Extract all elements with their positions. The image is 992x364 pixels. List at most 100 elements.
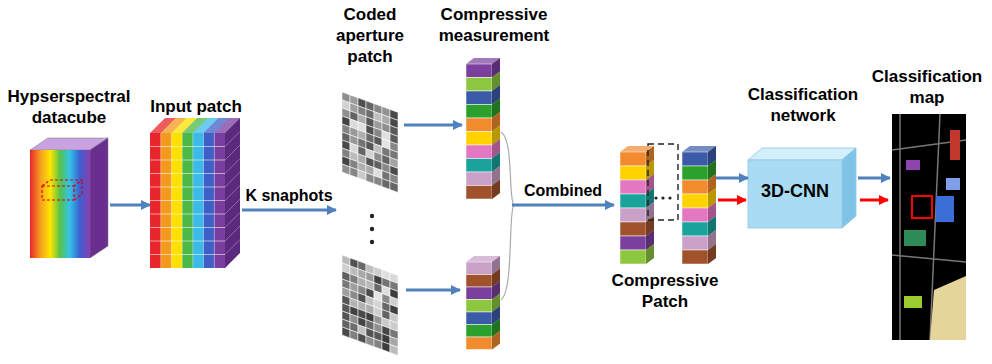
block	[682, 194, 708, 208]
aperture-cell	[358, 170, 366, 181]
arrow	[406, 289, 460, 292]
block	[620, 236, 646, 250]
aperture-cell	[350, 167, 358, 178]
grid-line	[225, 213, 240, 228]
input-patch	[150, 118, 240, 268]
grid-line	[225, 145, 240, 160]
aperture-cell	[342, 164, 350, 175]
figure-node: Compressive Patch	[614, 140, 716, 268]
block	[466, 287, 492, 300]
block	[682, 222, 708, 236]
grid-line	[225, 186, 240, 201]
flow-arrow	[512, 204, 614, 207]
block	[682, 250, 708, 264]
heading: Classification map	[866, 66, 988, 108]
grid-line	[225, 132, 240, 147]
ellipsis-dots	[370, 214, 374, 244]
grid-line	[150, 146, 225, 147]
heading: Input patch	[140, 96, 252, 117]
grid-line	[214, 133, 215, 268]
heading: Classification network	[738, 84, 868, 126]
grid-line	[150, 227, 225, 228]
side-face	[225, 118, 240, 268]
block-shade	[646, 244, 654, 264]
grid-line	[150, 187, 225, 188]
grid-line	[203, 133, 204, 268]
block	[466, 312, 492, 325]
block	[466, 145, 492, 159]
grid-line	[150, 160, 225, 161]
box-label: 3D-CNN	[748, 181, 842, 202]
aperture-cell	[342, 327, 350, 338]
block-side	[492, 180, 500, 200]
classification-map	[892, 114, 966, 340]
edge-label: K snaphots	[243, 186, 334, 205]
heading: Compressive Patch	[606, 270, 724, 312]
block	[620, 250, 646, 264]
block	[466, 186, 492, 200]
aperture-cell	[390, 344, 398, 355]
red-arrow	[718, 199, 746, 202]
block-shade	[492, 180, 500, 200]
aperture-patch	[342, 92, 398, 192]
grid-line	[150, 241, 225, 242]
combine-bracket	[501, 132, 514, 300]
block	[682, 208, 708, 222]
heading: Hypserspectral datacube	[2, 86, 136, 128]
block	[466, 105, 492, 119]
datacube	[30, 138, 108, 258]
flow-arrow	[858, 177, 890, 180]
grid-line	[150, 214, 225, 215]
block	[682, 180, 708, 194]
block	[620, 166, 646, 180]
aperture-cell	[366, 336, 374, 347]
aperture-cell	[366, 173, 374, 184]
block	[466, 78, 492, 92]
heading: Compressive measurement	[430, 4, 558, 46]
grid-line	[171, 133, 172, 268]
block-side	[492, 331, 500, 350]
figure-node: Hypserspectral datacube	[30, 138, 110, 258]
block	[466, 159, 492, 173]
block	[620, 208, 646, 222]
block	[466, 325, 492, 338]
block	[466, 64, 492, 78]
block	[466, 91, 492, 105]
block	[682, 166, 708, 180]
block	[620, 222, 646, 236]
aperture-cell	[374, 339, 382, 350]
block-side	[646, 244, 654, 264]
cnn-box	[748, 148, 856, 228]
aperture-cell	[374, 176, 382, 187]
grid-line	[150, 200, 225, 201]
block	[466, 118, 492, 132]
flow-arrow	[716, 177, 748, 180]
aperture-cell	[350, 330, 358, 341]
flow-arrow	[110, 204, 150, 207]
grid-line	[192, 133, 193, 268]
aperture-cell	[382, 342, 390, 353]
block	[682, 236, 708, 250]
grid-line	[182, 133, 183, 268]
red-arrow	[860, 199, 888, 202]
figure-node: Classification network3D-CNN	[748, 148, 858, 228]
edge-label: Combined	[522, 181, 604, 200]
grid-line	[225, 199, 240, 214]
block-shade	[492, 331, 500, 350]
flow-arrow	[242, 209, 336, 212]
block	[466, 337, 492, 350]
block	[466, 300, 492, 313]
aperture-cell	[358, 333, 366, 344]
block	[620, 152, 646, 166]
block	[620, 180, 646, 194]
grid-line	[160, 133, 161, 268]
flow-arrow	[404, 124, 462, 127]
block-shade	[708, 244, 716, 264]
aperture-cell	[390, 181, 398, 192]
block-side	[708, 244, 716, 264]
block	[620, 194, 646, 208]
block	[466, 132, 492, 146]
